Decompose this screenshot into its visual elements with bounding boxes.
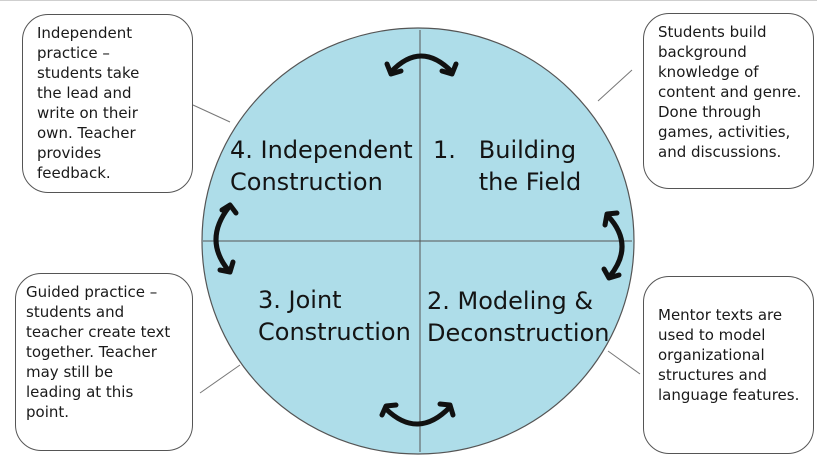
curved-double-arrow-icon [379, 401, 456, 427]
quadrant-4-label: 4. Independent Construction [230, 136, 413, 196]
note-text: Guided practice – students and teacher c… [26, 283, 171, 421]
note-modeling-deconstruction: Mentor texts are used to model organizat… [643, 276, 814, 454]
curved-double-arrow-icon [384, 53, 459, 77]
note-text: Students build background knowledge of c… [658, 23, 802, 161]
note-independent-construction: Independent practice – students take the… [22, 14, 193, 193]
connector-top-left [192, 104, 231, 123]
quadrant-1-label: 1. Building the Field [433, 136, 582, 196]
connector-top-right [597, 69, 633, 102]
curved-double-arrow-icon [213, 202, 239, 275]
top-divider [0, 0, 817, 1]
note-text: Mentor texts are used to model organizat… [658, 306, 800, 404]
connector-bottom-left [199, 364, 241, 394]
quadrant-3-label: 3. Joint Construction [258, 286, 411, 346]
note-building-the-field: Students build background knowledge of c… [643, 13, 814, 189]
note-text: Independent practice – students take the… [37, 24, 140, 182]
connector-bottom-right [607, 350, 641, 375]
quadrant-2-label: 2. Modeling & Deconstruction [427, 287, 610, 347]
curved-double-arrow-icon [601, 210, 625, 281]
note-joint-construction: Guided practice – students and teacher c… [15, 273, 193, 451]
